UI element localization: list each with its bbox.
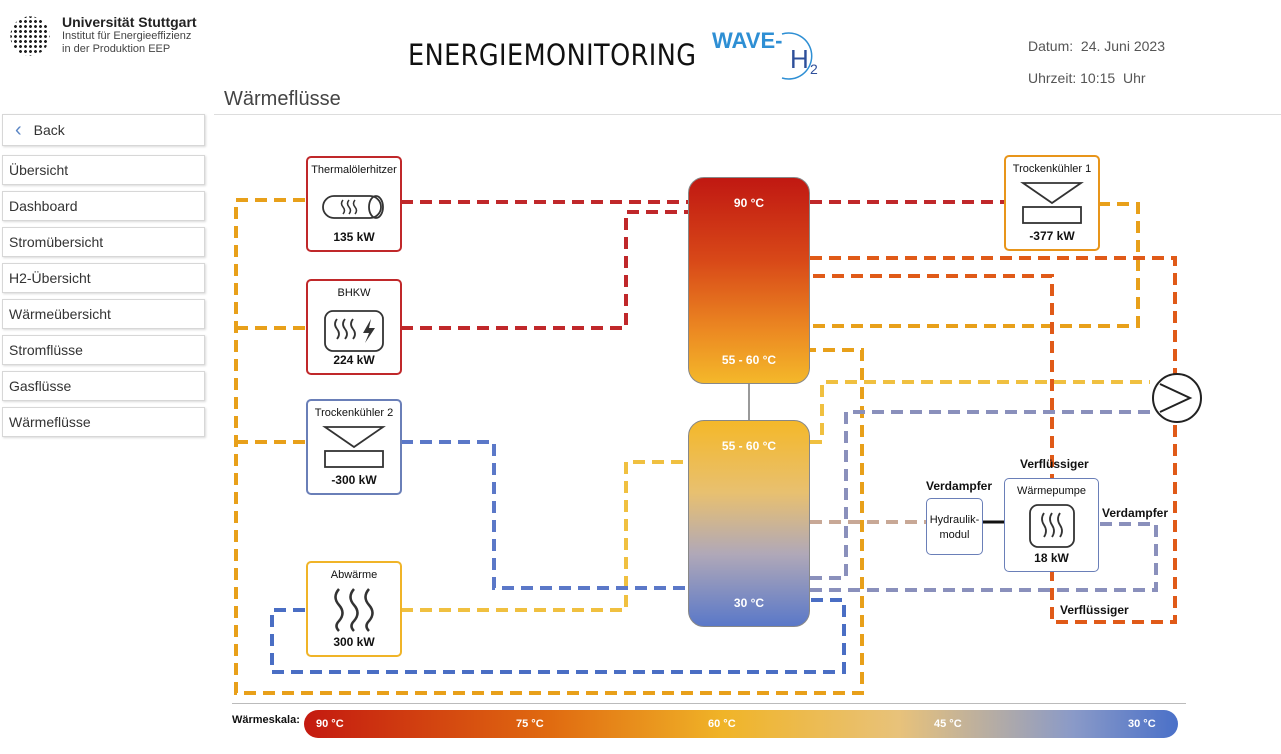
heat-pump-icon <box>1028 504 1075 548</box>
pipe-slate-lower <box>810 522 1158 592</box>
dry-cooler-icon <box>322 426 386 468</box>
date-label: Datum: <box>1028 38 1074 54</box>
waste-heat-value: 300 kW <box>333 635 375 649</box>
storage-tank-upper[interactable]: 90 °C 55 - 60 °C <box>688 177 810 384</box>
pipe-yellow-waste <box>401 460 690 612</box>
storage-tank-lower[interactable]: 55 - 60 °C 30 °C <box>688 420 810 627</box>
heat-exchanger-icon <box>1152 373 1202 423</box>
sidebar-item-waermeuebersicht[interactable]: Wärmeübersicht <box>2 299 205 329</box>
chp-icon <box>324 310 384 352</box>
pipe-amber-tk1 <box>810 202 1140 328</box>
dry-cooler-icon <box>1020 182 1084 224</box>
verfluessiger-top-label: Verflüssiger <box>1020 457 1089 471</box>
pipe-blue-tk2 <box>401 440 690 590</box>
verfluessiger-bottom-label: Verflüssiger <box>1060 603 1129 617</box>
university-name: Universität Stuttgart <box>62 14 197 30</box>
pipe-red-bhkw <box>401 210 690 330</box>
back-button[interactable]: ‹ Back <box>2 114 205 146</box>
hydraulik-module-box[interactable]: Hydraulik- modul <box>926 498 983 555</box>
scale-label: Wärmeskala: <box>232 714 300 726</box>
dry-cooler-2-label: Trockenkühler 2 <box>314 407 394 419</box>
scale-tick-45: 45 °C <box>934 718 962 730</box>
page-title: Wärmeflüsse <box>224 88 341 110</box>
pipe-blue-waste <box>270 598 846 674</box>
bhkw-label: BHKW <box>337 287 371 299</box>
heat-pump-value: 18 kW <box>1034 551 1069 565</box>
scale-divider <box>232 703 1186 704</box>
bhkw-box[interactable]: BHKW 224 kW <box>306 279 402 375</box>
verdampfer-left-label: Verdampfer <box>926 479 993 493</box>
divider <box>214 114 1281 115</box>
temperature-scale-bar: 90 °C 75 °C 60 °C 45 °C 30 °C <box>304 710 1178 738</box>
scale-tick-60: 60 °C <box>708 718 736 730</box>
lower-tank-bottom-temp: 30 °C <box>733 596 765 610</box>
scale-tick-75: 75 °C <box>516 718 544 730</box>
bhkw-value: 224 kW <box>333 353 375 367</box>
heat-pump-label: Wärmepumpe <box>1016 485 1087 497</box>
heat-pump-box[interactable]: Wärmepumpe 18 kW <box>1004 478 1099 572</box>
datetime: Datum: 24. Juni 2023 Uhrzeit: 10:15 Uhr <box>1028 30 1165 94</box>
dry-cooler-1-value: -377 kW <box>1029 229 1075 243</box>
dry-cooler-2-box[interactable]: Trockenkühler 2 -300 kW <box>306 399 402 495</box>
university-logo-icon <box>8 14 52 58</box>
app-title: ENERGIEMONITORING <box>408 38 697 72</box>
sidebar-item-gasfluesse[interactable]: Gasflüsse <box>2 371 205 401</box>
sidebar-item-uebersicht[interactable]: Übersicht <box>2 155 205 185</box>
dry-cooler-1-box[interactable]: Trockenkühler 1 -377 kW <box>1004 155 1100 251</box>
pipe-amber-outer <box>234 198 864 695</box>
time-unit: Uhr <box>1122 70 1146 86</box>
time-value: 10:15 <box>1080 70 1116 86</box>
upper-tank-top-temp: 90 °C <box>733 196 765 210</box>
wave-logo-sub: 2 <box>810 61 818 77</box>
dry-cooler-1-label: Trockenkühler 1 <box>1012 163 1092 175</box>
scale-tick-30: 30 °C <box>1128 718 1156 730</box>
verdampfer-right-label: Verdampfer <box>1102 506 1169 520</box>
waste-heat-label: Abwärme <box>330 569 378 581</box>
chevron-left-icon: ‹ <box>15 119 22 141</box>
thermal-heater-box[interactable]: Thermalölerhitzer 135 kW <box>306 156 402 252</box>
waste-heat-icon <box>334 588 374 632</box>
dry-cooler-2-value: -300 kW <box>331 473 377 487</box>
pipe-slate-upper <box>810 410 1150 580</box>
back-label: Back <box>33 122 65 138</box>
lower-tank-top-temp: 55 - 60 °C <box>721 439 777 453</box>
upper-tank-bottom-temp: 55 - 60 °C <box>721 353 777 367</box>
waste-heat-box[interactable]: Abwärme 300 kW <box>306 561 402 657</box>
pipe-orange-right <box>810 256 1177 624</box>
sidebar-item-stromuebersicht[interactable]: Stromübersicht <box>2 227 205 257</box>
hydraulik-label-line1: Hydraulik- <box>929 514 980 526</box>
university-logo: Universität Stuttgart Institut für Energ… <box>8 14 197 58</box>
sidebar-item-stromfluesse[interactable]: Stromflüsse <box>2 335 205 365</box>
thermal-heater-value: 135 kW <box>333 230 375 244</box>
thermal-heater-label: Thermalölerhitzer <box>311 164 397 176</box>
institute-line2: in der Produktion EEP <box>62 42 171 55</box>
wave-logo-text: WAVE- <box>712 28 782 53</box>
institute-line1: Institut für Energieeffizienz <box>62 30 192 43</box>
pipe-yellow-hp <box>810 380 1150 444</box>
hydraulik-label-line2: modul <box>939 529 970 542</box>
sidebar-item-waermefluesse[interactable]: Wärmeflüsse <box>2 407 205 437</box>
scale-tick-90: 90 °C <box>316 718 344 730</box>
thermal-oil-heater-icon <box>322 195 384 219</box>
date-value: 24. Juni 2023 <box>1080 38 1165 54</box>
wave-logo-h: H <box>790 44 809 74</box>
time-label: Uhrzeit: <box>1028 70 1077 86</box>
wave-h2-logo: WAVE- H 2 <box>712 28 818 80</box>
sidebar-item-dashboard[interactable]: Dashboard <box>2 191 205 221</box>
sidebar-item-h2-uebersicht[interactable]: H2-Übersicht <box>2 263 205 293</box>
